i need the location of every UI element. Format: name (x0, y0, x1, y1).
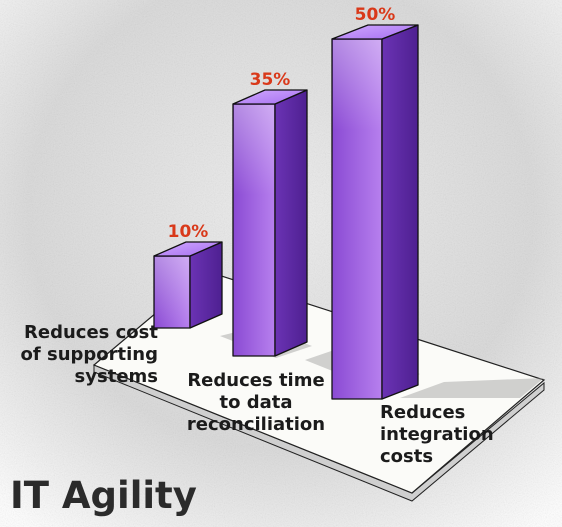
bar-shadow (400, 378, 544, 398)
value-label: 35% (250, 70, 291, 90)
value-labels: 10% 35% 50% (168, 5, 396, 242)
category-label: Reduces integration costs (380, 402, 494, 467)
bar-highlight (234, 105, 274, 195)
bar-side (189, 241, 223, 329)
bars (153, 24, 419, 400)
bar-side (381, 24, 419, 400)
value-label: 50% (355, 5, 396, 25)
bar-side (274, 89, 308, 357)
bar-highlight (333, 40, 381, 130)
bar-top (153, 241, 223, 257)
category-label: Reduces cost of supporting systems (20, 322, 158, 387)
bar (153, 241, 223, 329)
bar-highlight (155, 257, 189, 327)
bar-top (232, 89, 308, 105)
bar-top (331, 24, 419, 40)
category-label: Reduces time to data reconciliation (186, 370, 326, 435)
bar (331, 24, 419, 400)
bar (232, 89, 308, 357)
chart-title: IT Agility (10, 474, 197, 517)
value-label: 10% (168, 222, 209, 242)
